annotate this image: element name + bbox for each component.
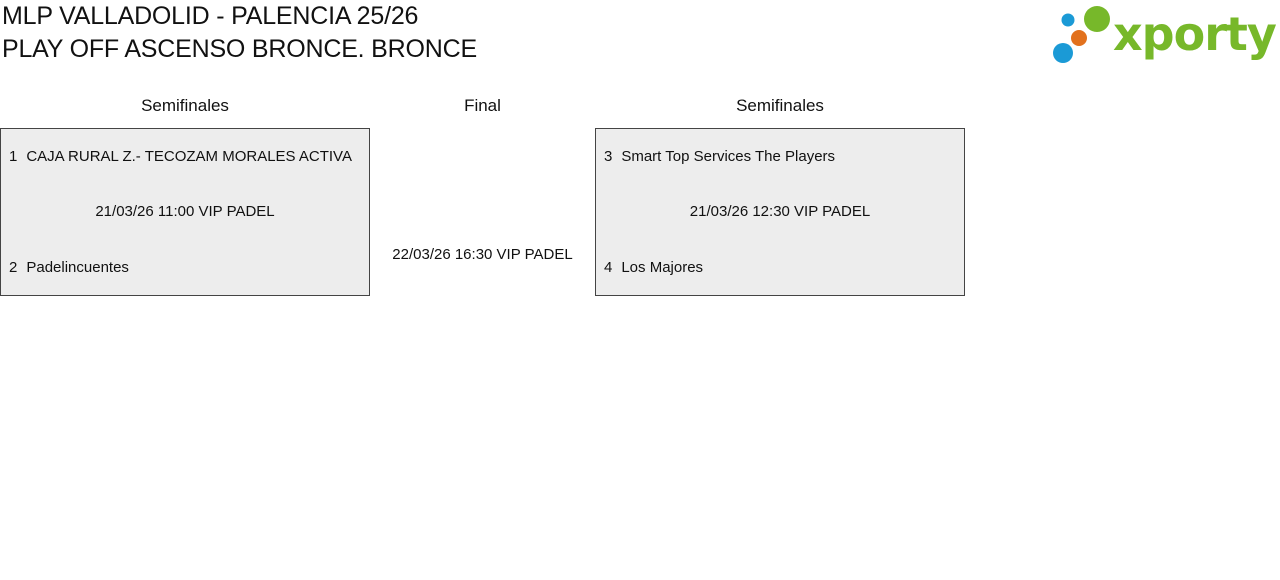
team-entry: 3 Smart Top Services The Players <box>604 148 835 165</box>
page-title: MLP VALLADOLID - PALENCIA 25/26 <box>2 2 419 30</box>
team-name: Los Majores <box>621 259 704 276</box>
team-name: CAJA RURAL Z.- TECOZAM MORALES ACTIVA <box>26 148 352 165</box>
match-card-semifinal-2[interactable]: 3 Smart Top Services The Players 21/03/26… <box>595 128 965 296</box>
xporty-dots-icon <box>1053 6 1110 63</box>
xporty-logo[interactable]: xporty <box>1050 4 1277 68</box>
team-seed: 4 <box>604 259 613 276</box>
match-card-semifinal-1[interactable]: 1 CAJA RURAL Z.- TECOZAM MORALES ACTIVA 2… <box>0 128 370 296</box>
team-entry: 2 Padelincuentes <box>9 259 129 276</box>
match-datetime-venue: 21/03/26 11:00 VIP PADEL <box>95 203 275 220</box>
round-header-semifinal-right: Semifinales <box>736 96 824 115</box>
team-seed: 3 <box>604 148 613 165</box>
xporty-logo-text: xporty <box>1113 7 1277 61</box>
team-name: Smart Top Services The Players <box>621 148 836 165</box>
team-seed: 1 <box>9 148 18 165</box>
team-seed: 2 <box>9 259 18 276</box>
round-header-semifinal-left: Semifinales <box>141 96 229 115</box>
team-entry: 1 CAJA RURAL Z.- TECOZAM MORALES ACTIVA <box>9 148 352 165</box>
page-subtitle: PLAY OFF ASCENSO BRONCE. BRONCE <box>2 35 477 63</box>
team-name: Padelincuentes <box>26 259 129 276</box>
team-entry: 4 Los Majores <box>604 259 703 276</box>
round-header-final: Final <box>464 96 501 115</box>
match-datetime-venue: 21/03/26 12:30 VIP PADEL <box>689 203 871 220</box>
final-match-datetime-venue: 22/03/26 16:30 VIP PADEL <box>392 246 573 263</box>
